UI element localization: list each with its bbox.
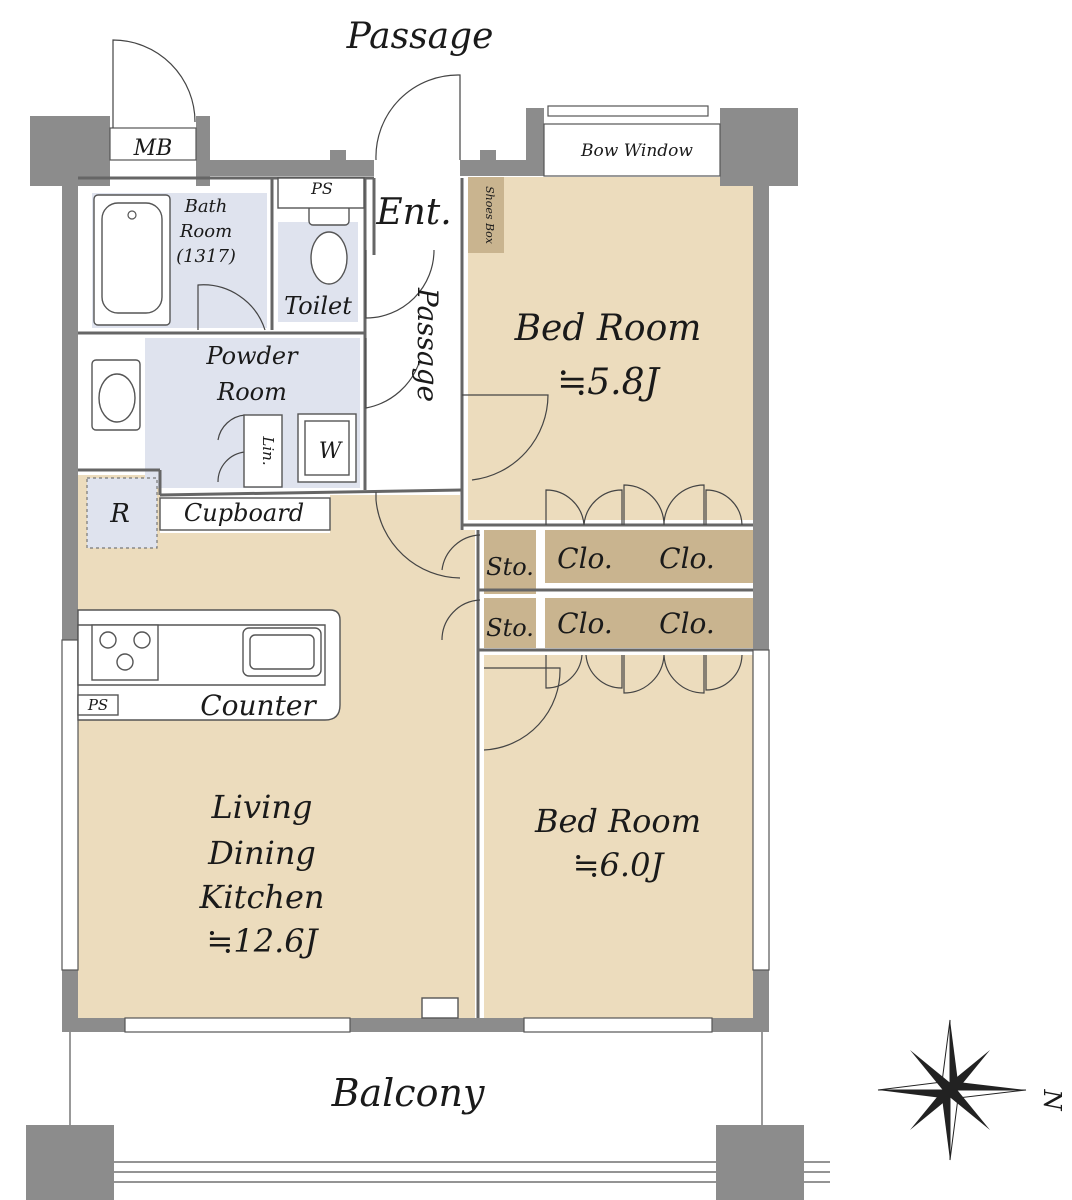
linen-cabinet	[243, 414, 283, 488]
wall-north-left	[210, 160, 374, 176]
balcony	[69, 1032, 830, 1183]
storage-lower	[484, 598, 536, 648]
ps-kitchen-box	[77, 694, 119, 716]
mb-box	[109, 127, 197, 161]
wall-block-ne	[720, 108, 798, 186]
label-closet-3: Clo.	[557, 607, 613, 640]
closet-doors-bottom	[545, 654, 743, 694]
washer-pan-inner	[304, 420, 350, 476]
label-toilet: Toilet	[284, 292, 352, 320]
label-ps-top: PS	[310, 179, 333, 198]
wall-notch-1	[330, 150, 346, 164]
label-mb: MB	[133, 136, 173, 161]
toilet-bowl	[310, 231, 348, 285]
bow-window-box	[543, 123, 721, 177]
label-bed2-size: ≒6.0J	[573, 846, 666, 884]
closet-1	[545, 530, 623, 583]
doors	[112, 39, 743, 751]
label-bed2-name: Bed Room	[534, 802, 701, 840]
fixtures	[77, 177, 459, 1019]
bedroom-south-floor	[484, 655, 753, 1018]
label-bath-2: Room	[179, 221, 232, 242]
sink	[98, 373, 136, 423]
compass-icon	[877, 1019, 1027, 1161]
label-ps-kitchen: PS	[87, 696, 108, 714]
bedroom-north-door	[462, 394, 549, 481]
labels: Passage MB Bow Window PS Ent. Shoes Box …	[87, 16, 1066, 1115]
window-ldk-south	[124, 1017, 351, 1033]
kitchen-sink-bowl	[249, 634, 315, 670]
label-passage-inner: Passage	[411, 287, 444, 402]
ps-top-box	[277, 177, 365, 209]
wall-notch-2	[480, 150, 496, 164]
bedroom-south-door	[483, 667, 561, 751]
label-bath-3: (1317)	[176, 246, 236, 267]
label-ldk-2: Dining	[207, 834, 316, 872]
label-balcony: Balcony	[331, 1071, 485, 1115]
bedroom-north-floor	[468, 177, 753, 520]
balcony-pillar-right	[716, 1125, 804, 1200]
windows	[61, 105, 770, 1033]
ldk-door	[375, 492, 461, 579]
linen-doors	[217, 414, 246, 483]
fridge-space	[87, 478, 157, 548]
label-storage-lower: Sto.	[486, 614, 534, 642]
storage-doors	[441, 534, 481, 641]
partitions	[78, 176, 753, 1018]
label-counter: Counter	[200, 689, 317, 722]
cupboard-box	[159, 497, 331, 531]
label-bed1-size: ≒5.8J	[557, 362, 661, 403]
label-north: N	[1038, 1089, 1066, 1112]
label-powder-1: Powder	[205, 342, 299, 370]
label-closet-4: Clo.	[659, 607, 715, 640]
label-linen: Lin.	[259, 435, 277, 465]
label-powder-2: Room	[216, 378, 287, 406]
bow-window-frame	[547, 105, 709, 117]
label-cupboard: Cupboard	[184, 499, 304, 527]
label-washer: W	[319, 439, 344, 464]
mb-door	[112, 39, 196, 128]
storage-upper	[484, 530, 536, 594]
label-passage-top: Passage	[346, 16, 494, 57]
label-closet-2: Clo.	[659, 542, 715, 575]
label-closet-1: Clo.	[557, 542, 613, 575]
entrance-door	[375, 74, 461, 161]
window-west	[61, 639, 79, 971]
stove	[91, 624, 159, 681]
label-fridge: R	[109, 499, 130, 529]
label-bath-1: Bath	[184, 196, 228, 217]
label-bow-window: Bow Window	[580, 141, 693, 161]
label-shoes-box: Shoes Box	[483, 186, 496, 245]
bath-door	[197, 284, 266, 331]
shoes-box	[468, 177, 504, 253]
bathtub-inner	[101, 202, 163, 314]
toilet-door	[365, 249, 435, 319]
fridge-outline	[86, 477, 158, 549]
closet-doors-top	[545, 484, 743, 526]
label-ldk-3: Kitchen	[198, 878, 324, 916]
closet-2	[623, 530, 753, 583]
balcony-pillar-left	[26, 1125, 114, 1200]
label-ldk-size: ≒12.6J	[207, 922, 320, 960]
label-ldk-1: Living	[211, 788, 313, 826]
window-bed-south	[523, 1017, 713, 1033]
powder-door	[365, 338, 421, 409]
column-stub	[421, 997, 459, 1019]
wall-block-mb-right	[196, 116, 210, 186]
label-entrance: Ent.	[375, 192, 451, 233]
closet-4	[623, 598, 753, 648]
closet-3	[545, 598, 623, 648]
wall-north-mid	[460, 160, 526, 176]
wall-block-bow	[526, 108, 544, 176]
label-bed1-name: Bed Room	[514, 308, 702, 349]
label-storage-upper: Sto.	[486, 553, 534, 581]
window-east	[752, 649, 770, 971]
